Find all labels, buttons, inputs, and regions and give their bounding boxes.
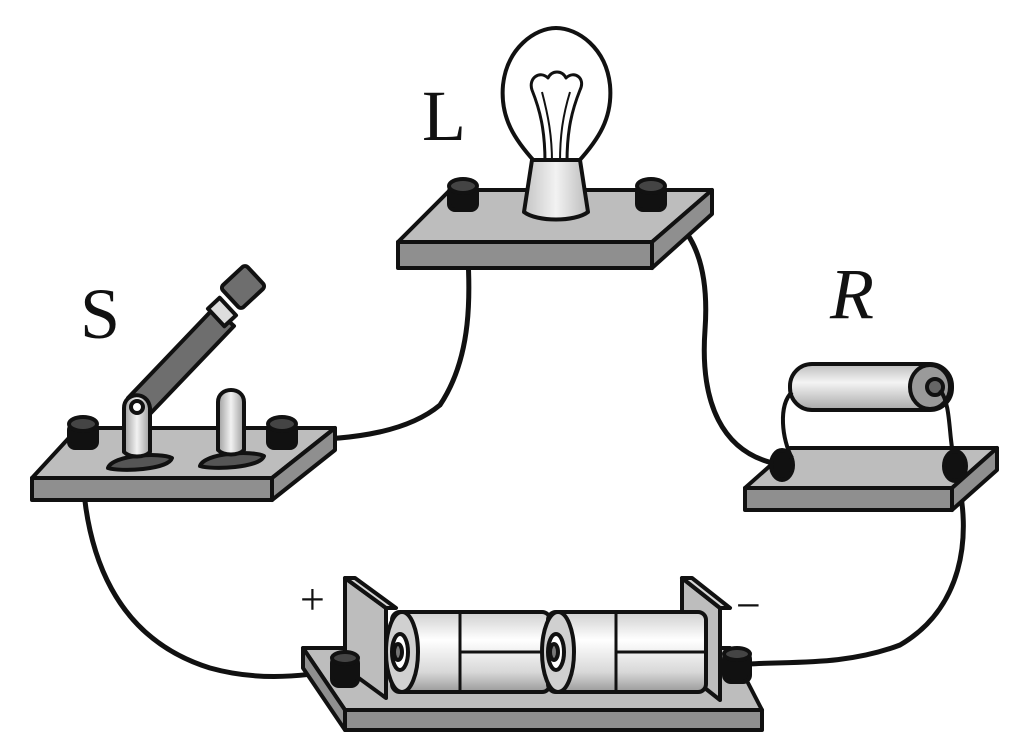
- battery-assembly: [301, 576, 764, 732]
- lamp-assembly: [396, 26, 714, 270]
- lightbulb-icon: [500, 26, 613, 164]
- wire-switch-to-battery: [79, 439, 348, 679]
- switch-board-side: [270, 426, 337, 502]
- lamp-terminal-left: [447, 177, 479, 212]
- negative-terminal-label: −: [736, 581, 761, 630]
- battery-terminal-positive: [330, 650, 360, 688]
- resistor-terminal-left: [769, 448, 795, 482]
- bulb-socket: [522, 158, 590, 222]
- resistor-terminal-right: [942, 449, 968, 483]
- resistor-label: R: [829, 254, 874, 334]
- battery-cell-2: [540, 610, 708, 694]
- resistor-assembly: [743, 362, 999, 512]
- wire-lamp-to-switch: [287, 209, 472, 443]
- battery-cell-1: [384, 610, 552, 694]
- switch-handle: [219, 264, 267, 310]
- battery-board-side: [301, 646, 347, 732]
- battery-board-front: [343, 708, 764, 732]
- wire-resistor-to-battery: [735, 465, 966, 668]
- positive-terminal-label: +: [300, 575, 325, 624]
- resistor-board-side: [950, 446, 999, 512]
- resistor-board-front: [743, 486, 954, 512]
- lamp-label: L: [422, 76, 466, 156]
- lamp-terminal-right: [635, 177, 667, 212]
- switch-terminal-right: [266, 415, 298, 450]
- lamp-board-side: [650, 188, 714, 270]
- switch-board-front: [30, 476, 274, 502]
- switch-contact-post: [216, 388, 246, 457]
- lamp-board-front: [396, 240, 654, 270]
- battery-terminal-negative: [722, 646, 752, 684]
- switch-label: S: [80, 274, 120, 354]
- bulb-filament: [529, 70, 583, 163]
- switch-terminal-left: [67, 415, 99, 450]
- switch-assembly: [30, 264, 337, 502]
